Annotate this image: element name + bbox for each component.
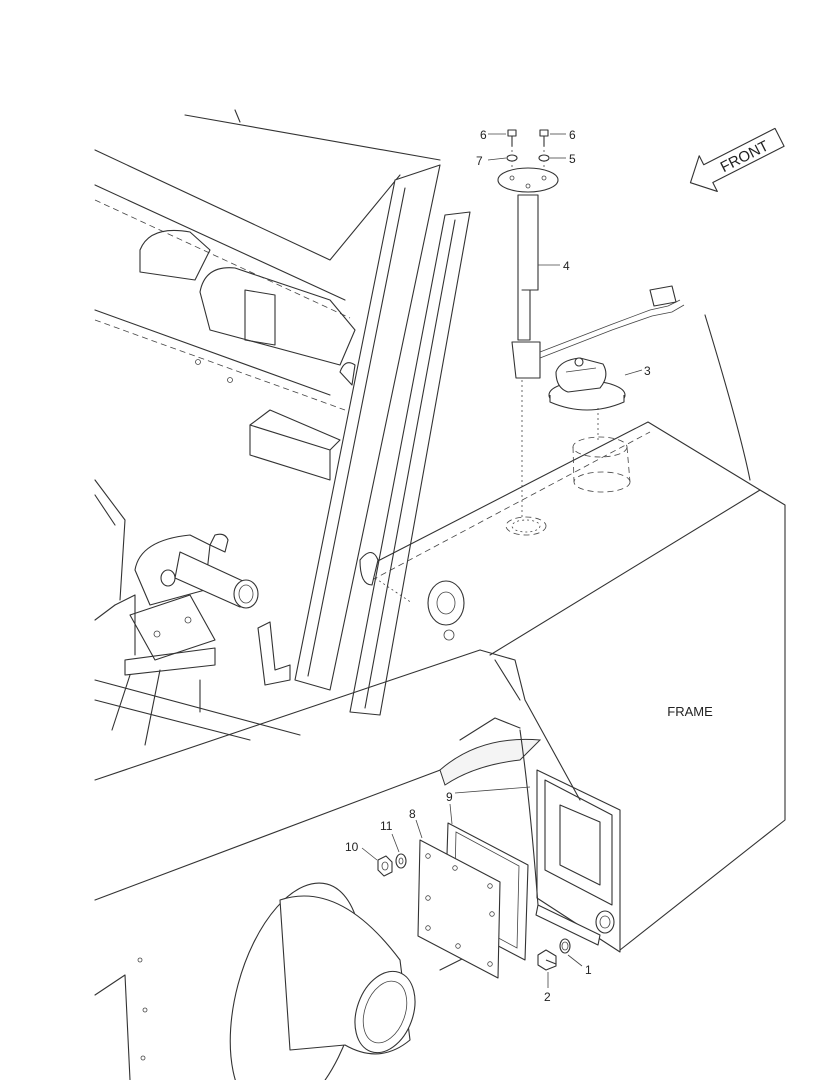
front-direction-arrow: FRONT (689, 127, 785, 192)
callout-6-right: 6 (569, 128, 576, 142)
callout-2: 2 (544, 990, 551, 1004)
frame-label: FRAME (667, 704, 713, 719)
callout-1: 1 (585, 963, 592, 977)
callout-11: 11 (380, 819, 393, 833)
main-frame (94, 649, 621, 1080)
callout-9: 9 (446, 790, 453, 804)
callout-5: 5 (569, 152, 576, 166)
left-frame-structure (94, 109, 471, 746)
callout-8: 8 (409, 807, 416, 821)
fuel-cap (548, 357, 643, 440)
fuel-tank (359, 314, 786, 951)
callout-4: 4 (563, 259, 570, 273)
access-cover-assembly (361, 786, 583, 988)
callout-7: 7 (476, 154, 483, 168)
callout-6-left: 6 (480, 128, 487, 142)
callout-3: 3 (644, 364, 651, 378)
fuel-sender-assembly (487, 129, 685, 520)
callout-10: 10 (345, 840, 359, 854)
